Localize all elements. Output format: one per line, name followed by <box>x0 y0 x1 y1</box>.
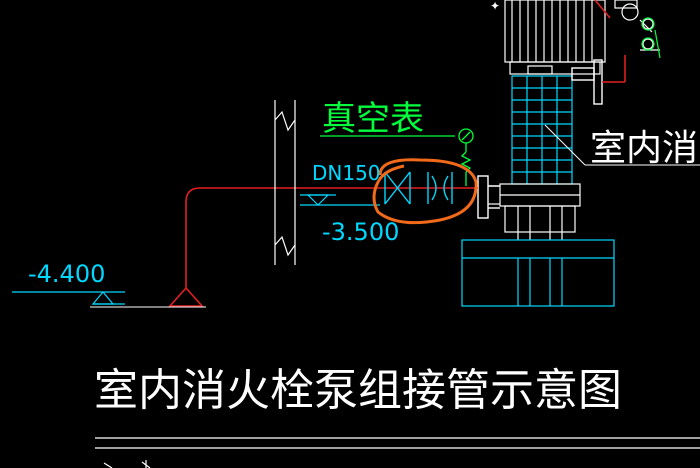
elevation-marker-floor <box>12 291 125 305</box>
pump-label: 室内消火栓 <box>590 128 700 169</box>
top-right-green-gauges <box>641 17 661 59</box>
markup-circle <box>372 158 478 225</box>
bottom-partial-text <box>103 460 151 468</box>
pump-lower-body <box>488 183 581 240</box>
suction-pipe <box>185 187 478 288</box>
pipe-size-label: DN150 <box>312 161 381 185</box>
discharge-flange <box>571 59 603 105</box>
vacuum-gauge-label: 真空表 <box>322 99 424 139</box>
suction-flange <box>477 175 500 219</box>
elevation-marker-pump <box>300 194 380 206</box>
pump-label-leader <box>544 124 700 166</box>
discharge-piping <box>594 0 626 83</box>
pump-foundation <box>461 239 615 307</box>
wall-break-lines <box>274 100 296 265</box>
title-underlines <box>95 437 700 449</box>
pump-motor <box>504 0 606 75</box>
pump-elevation-label: -3.500 <box>322 218 399 246</box>
vacuum-gauge-leader <box>320 128 474 186</box>
top-tiny-mark: ✦ <box>490 0 500 13</box>
pipe-end-marker <box>168 286 204 307</box>
suction-valves <box>384 171 453 205</box>
pump-column <box>511 75 573 185</box>
drawing-title: 室内消火栓泵组接管示意图 <box>94 365 622 416</box>
floor-elevation-label: -4.400 <box>28 260 105 288</box>
